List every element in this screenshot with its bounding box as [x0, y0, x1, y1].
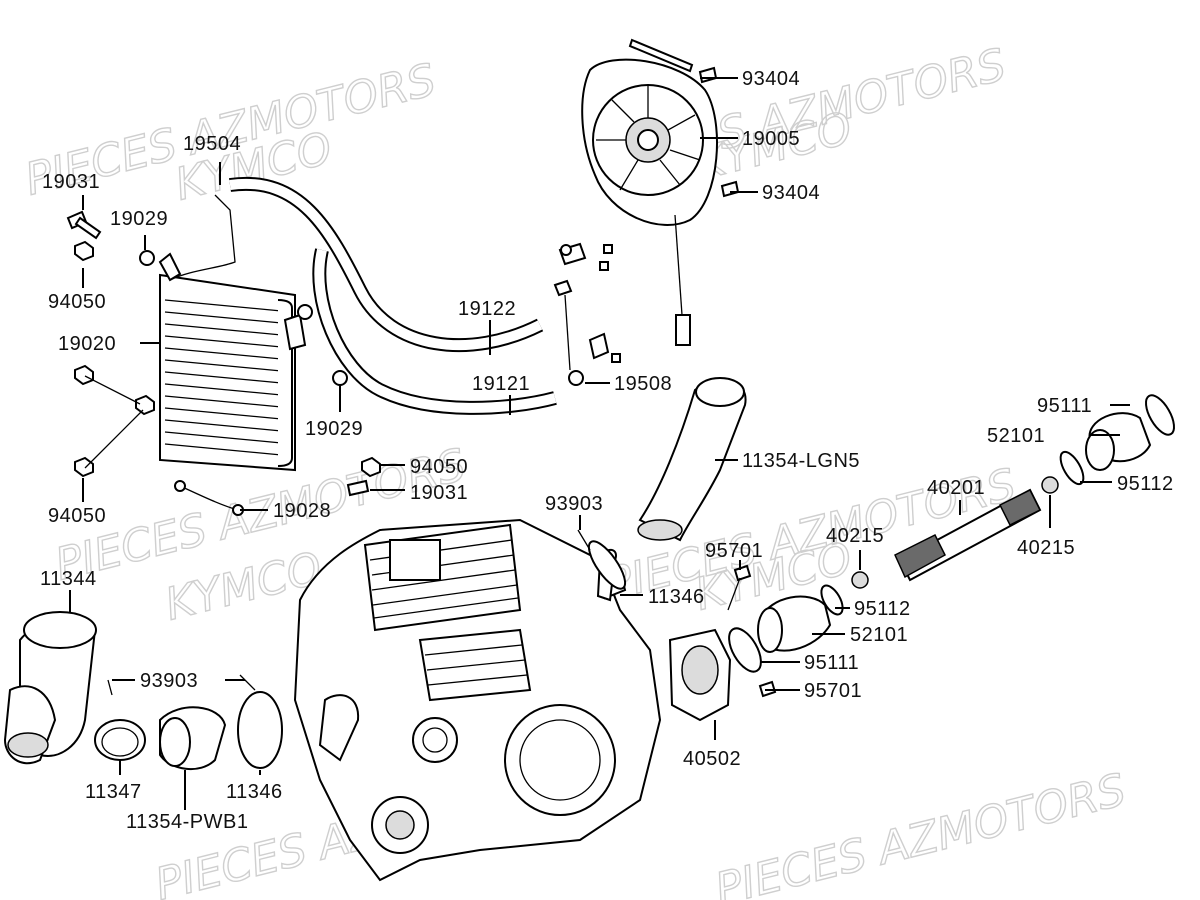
- label-40502: 40502: [683, 748, 741, 770]
- washer-40215-a: [851, 571, 869, 589]
- label-19020: 19020: [58, 333, 116, 355]
- label-40201: 40201: [927, 477, 985, 499]
- nut-left-lower: [74, 456, 94, 478]
- washer-19029-b: [332, 370, 348, 386]
- sensor-19508: [553, 242, 621, 386]
- label-11347: 11347: [85, 781, 142, 803]
- hose-19122: [229, 176, 544, 353]
- nut-94050-b: [361, 456, 381, 478]
- label-19031: 19031: [410, 482, 468, 504]
- boot-52101-b: [757, 595, 832, 653]
- label-19005: 19005: [742, 128, 800, 150]
- label-11354-lgn5: 11354-LGN5: [742, 450, 860, 472]
- label-19504: 19504: [183, 133, 241, 155]
- label-40215: 40215: [1017, 537, 1075, 559]
- label-19031: 19031: [42, 171, 100, 193]
- label-95112: 95112: [1117, 473, 1174, 495]
- housing-40502: [668, 628, 732, 722]
- intake-duct: [637, 377, 747, 542]
- watermark-text: PIECES AZMOTORS: [710, 764, 1130, 900]
- hose-19121: [312, 248, 557, 415]
- label-93903: 93903: [545, 493, 603, 515]
- label-52101: 52101: [987, 425, 1045, 447]
- label-11344: 11344: [40, 568, 97, 590]
- label-95111: 95111: [804, 652, 859, 674]
- ring-95111-a: [1145, 394, 1175, 436]
- part-labels: 93404 19005 93404 19504 19031 19029 9405…: [40, 68, 1174, 833]
- label-11354-pwb1: 11354-PWB1: [126, 811, 248, 833]
- label-19028: 19028: [273, 500, 331, 522]
- drive-shaft: [894, 488, 1042, 582]
- bolt-95701-a-shank: [727, 577, 741, 611]
- nut-94050-a: [74, 240, 94, 262]
- air-duct-11344: [3, 611, 97, 765]
- leader-lines: [69, 77, 1130, 810]
- ring-95112-a: [1059, 450, 1085, 486]
- ring-95111-b: [728, 627, 762, 673]
- label-19029: 19029: [110, 208, 168, 230]
- label-94050: 94050: [410, 456, 468, 478]
- clamp-11347: [94, 719, 146, 761]
- label-93903: 93903: [140, 670, 198, 692]
- nut-left-upper: [74, 364, 94, 386]
- engine: [293, 518, 662, 882]
- duct-11354-pwb1: [159, 706, 227, 771]
- boot-52101-a: [1085, 412, 1152, 471]
- screw-93903-a: [577, 529, 591, 551]
- bolt-19031-a: [66, 210, 102, 240]
- cooling-fan: [581, 38, 740, 346]
- label-19029: 19029: [305, 418, 363, 440]
- bolt-19031-b: [346, 479, 370, 497]
- radiator-bracket-lines: [84, 375, 144, 469]
- bolt-95701-a: [733, 564, 752, 582]
- label-94050: 94050: [48, 291, 106, 313]
- label-94050: 94050: [48, 505, 106, 527]
- screw-93903-b-right: [239, 674, 256, 691]
- label-95701: 95701: [804, 680, 862, 702]
- radiator: [158, 194, 313, 472]
- washer-40215-b: [1041, 476, 1059, 494]
- label-40215: 40215: [826, 525, 884, 547]
- label-52101: 52101: [850, 624, 908, 646]
- label-11346: 11346: [226, 781, 283, 803]
- clamp-11346-a: [587, 540, 627, 590]
- label-95112: 95112: [854, 598, 911, 620]
- terminal-19028-a: [174, 480, 186, 492]
- label-95701: 95701: [705, 540, 763, 562]
- label-95111: 95111: [1037, 395, 1092, 417]
- label-93404: 93404: [742, 68, 800, 90]
- label-19121: 19121: [472, 373, 530, 395]
- washer-19029-a: [139, 250, 155, 266]
- label-19508: 19508: [614, 373, 672, 395]
- screw-93903-b-left: [107, 679, 113, 696]
- label-19122: 19122: [458, 298, 516, 320]
- label-11346: 11346: [648, 586, 705, 608]
- clamp-11346-b: [237, 691, 283, 769]
- label-93404: 93404: [762, 182, 820, 204]
- nut-left-mid: [135, 394, 155, 416]
